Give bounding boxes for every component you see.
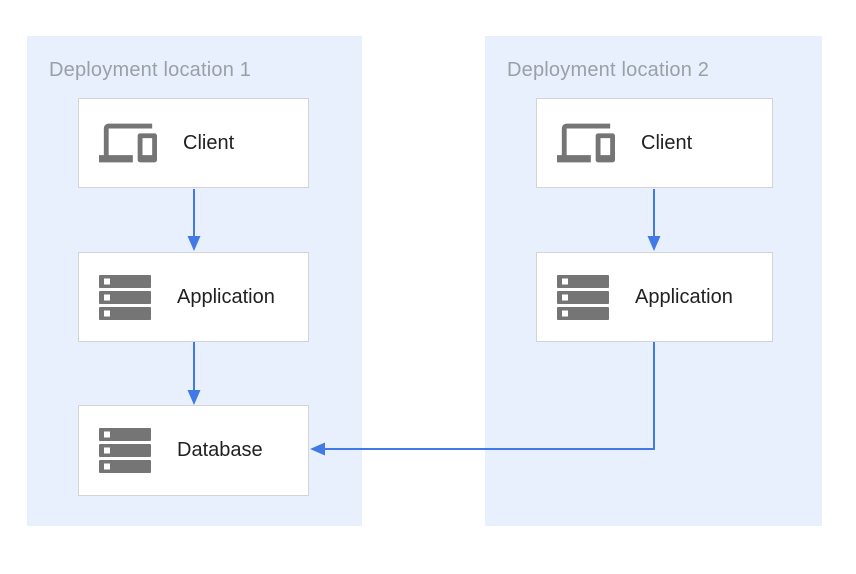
server-stack-icon <box>99 428 151 473</box>
devices-icon <box>557 114 615 172</box>
server-stack-icon <box>557 274 609 320</box>
node-location1-database: Database <box>78 405 309 496</box>
node-label: Application <box>177 285 275 308</box>
node-location1-application: Application <box>78 252 309 342</box>
node-label: Client <box>183 131 235 154</box>
node-location2-application: Application <box>536 252 773 342</box>
deployment-location-1-title: Deployment location 1 <box>49 59 252 81</box>
node-label: Application <box>635 285 733 308</box>
node-location1-client: Client <box>78 98 309 188</box>
node-label: Client <box>641 131 693 154</box>
node-location2-client: Client <box>536 98 773 188</box>
devices-icon <box>99 114 157 172</box>
deployment-location-2-title: Deployment location 2 <box>507 59 710 81</box>
node-label: Database <box>177 439 263 461</box>
server-stack-icon <box>99 274 151 320</box>
